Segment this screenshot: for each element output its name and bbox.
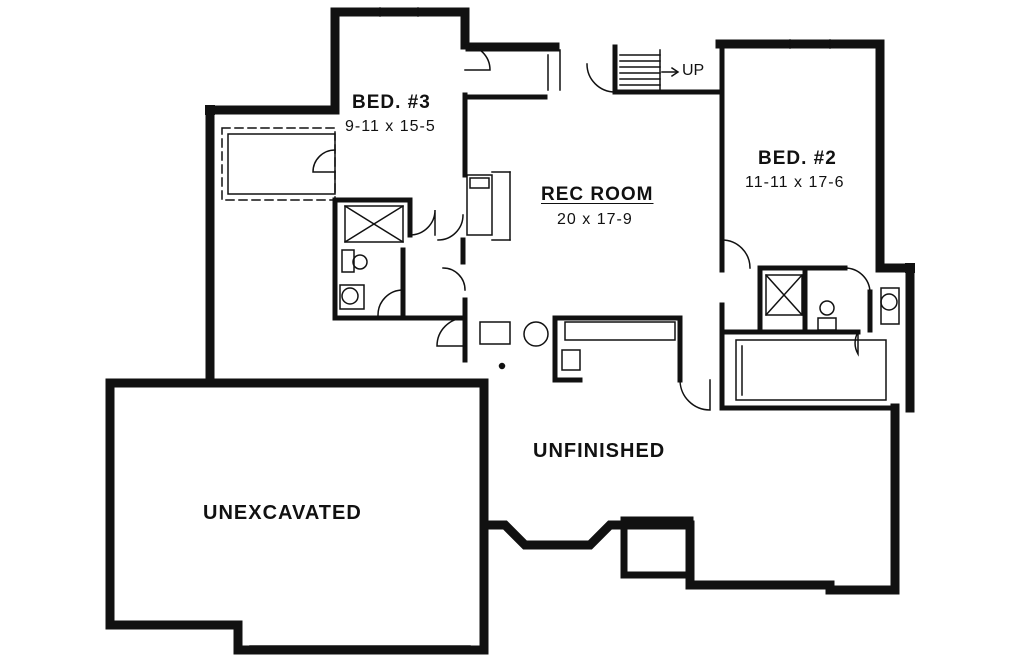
bed3-label: BED. #3 bbox=[352, 92, 431, 113]
bed2-size: 11-11 x 17-6 bbox=[745, 174, 845, 191]
stair-treads bbox=[547, 49, 680, 91]
stairs-up-label: UP bbox=[682, 62, 705, 79]
bed3-size: 9-11 x 15-5 bbox=[345, 118, 436, 135]
rec-room-size: 20 x 17-9 bbox=[557, 211, 633, 228]
exterior-walls bbox=[105, 7, 915, 655]
fixtures bbox=[221, 7, 900, 647]
rec-room-label: REC ROOM bbox=[541, 184, 654, 205]
unfinished-label: UNFINISHED bbox=[533, 440, 666, 462]
unexcavated-label: UNEXCAVATED bbox=[203, 502, 362, 524]
bed2-label: BED. #2 bbox=[758, 148, 837, 169]
interior-walls bbox=[332, 44, 898, 411]
